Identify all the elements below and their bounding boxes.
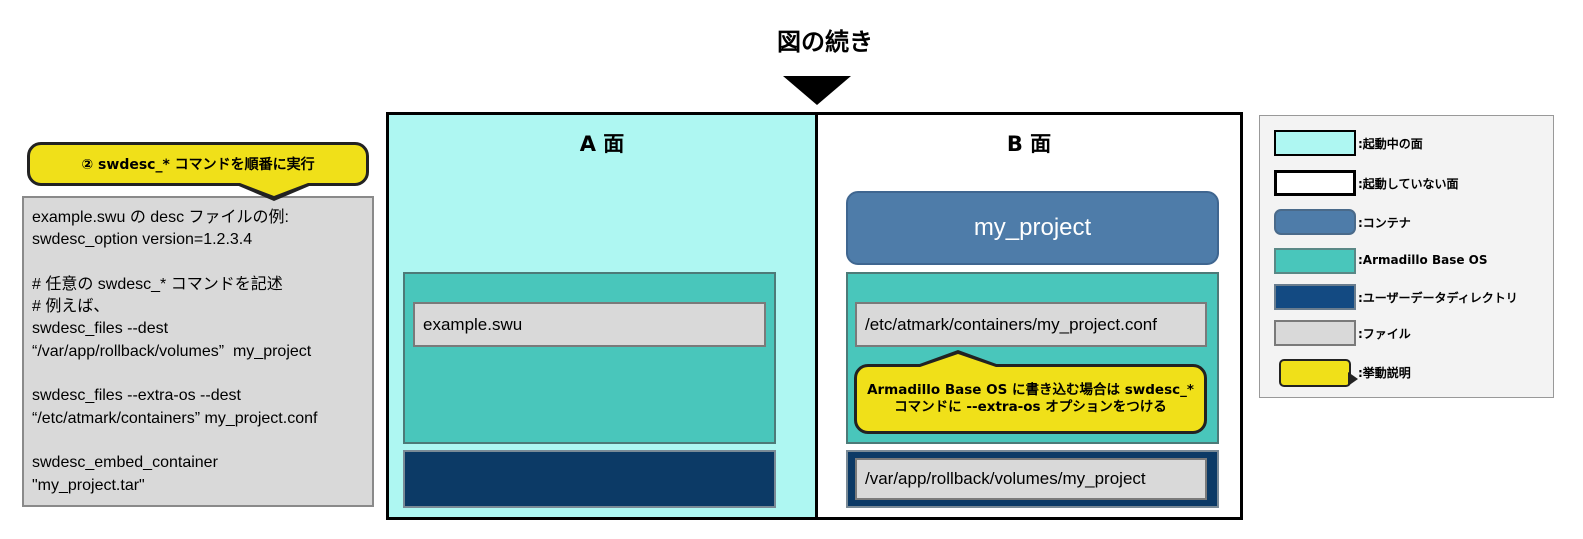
panel-b-container: my_project <box>846 191 1219 265</box>
legend: :起動中の面 :起動していない面 :コンテナ :Armadillo Base OS :ユ… <box>1259 115 1554 398</box>
extra-os-callout-text: Armadillo Base OS に書き込む場合は swdesc_* コマンド… <box>867 382 1194 415</box>
callout-tail-fill <box>240 183 308 196</box>
panel-a-file: example.swu <box>413 302 766 347</box>
panel-b-file-volumes: /var/app/rollback/volumes/my_project <box>855 458 1207 500</box>
file-conf-label: /etc/atmark/containers/my_project.conf <box>865 314 1157 334</box>
step-callout-text: ② swdesc_* コマンドを順番に実行 <box>81 157 315 173</box>
panel-a-title: A 面 <box>579 132 625 156</box>
legend-label-container: :コンテナ <box>1358 216 1411 230</box>
panel-a-userdata <box>403 450 776 508</box>
legend-label-active: :起動中の面 <box>1358 137 1423 151</box>
legend-label-os: :Armadillo Base OS <box>1358 253 1488 267</box>
legend-swatch-userdata <box>1274 284 1356 310</box>
panel-a-os <box>403 272 776 444</box>
callout-b-tail-fill <box>920 354 996 367</box>
file-volumes-label: /var/app/rollback/volumes/my_project <box>865 469 1146 488</box>
legend-callout-tail <box>1348 372 1358 386</box>
legend-swatch-container <box>1274 209 1356 235</box>
legend-label-file: :ファイル <box>1358 327 1411 341</box>
panel-a-file-label: example.swu <box>423 314 523 334</box>
panel-b-title: B 面 <box>1006 132 1052 156</box>
step-callout: ② swdesc_* コマンドを順番に実行 <box>27 142 369 186</box>
legend-swatch-active <box>1274 130 1356 156</box>
legend-swatch-os <box>1274 248 1356 274</box>
panel-b-file-conf: /etc/atmark/containers/my_project.conf <box>855 302 1207 347</box>
legend-swatch-callout <box>1279 359 1351 387</box>
legend-label-inactive: :起動していない面 <box>1358 177 1459 191</box>
legend-label-callout: :挙動説明 <box>1358 366 1411 380</box>
legend-label-userdata: :ユーザーデータディレクトリ <box>1358 291 1518 305</box>
down-arrow-icon <box>783 76 851 105</box>
container-label: my_project <box>973 214 1092 241</box>
desc-example-box: example.swu の desc ファイルの例: swdesc_option… <box>22 196 374 507</box>
legend-swatch-inactive <box>1274 170 1356 196</box>
legend-swatch-file <box>1274 320 1356 346</box>
diagram-title: 図の続き <box>777 28 873 56</box>
extra-os-callout: Armadillo Base OS に書き込む場合は swdesc_* コマンド… <box>854 364 1207 434</box>
